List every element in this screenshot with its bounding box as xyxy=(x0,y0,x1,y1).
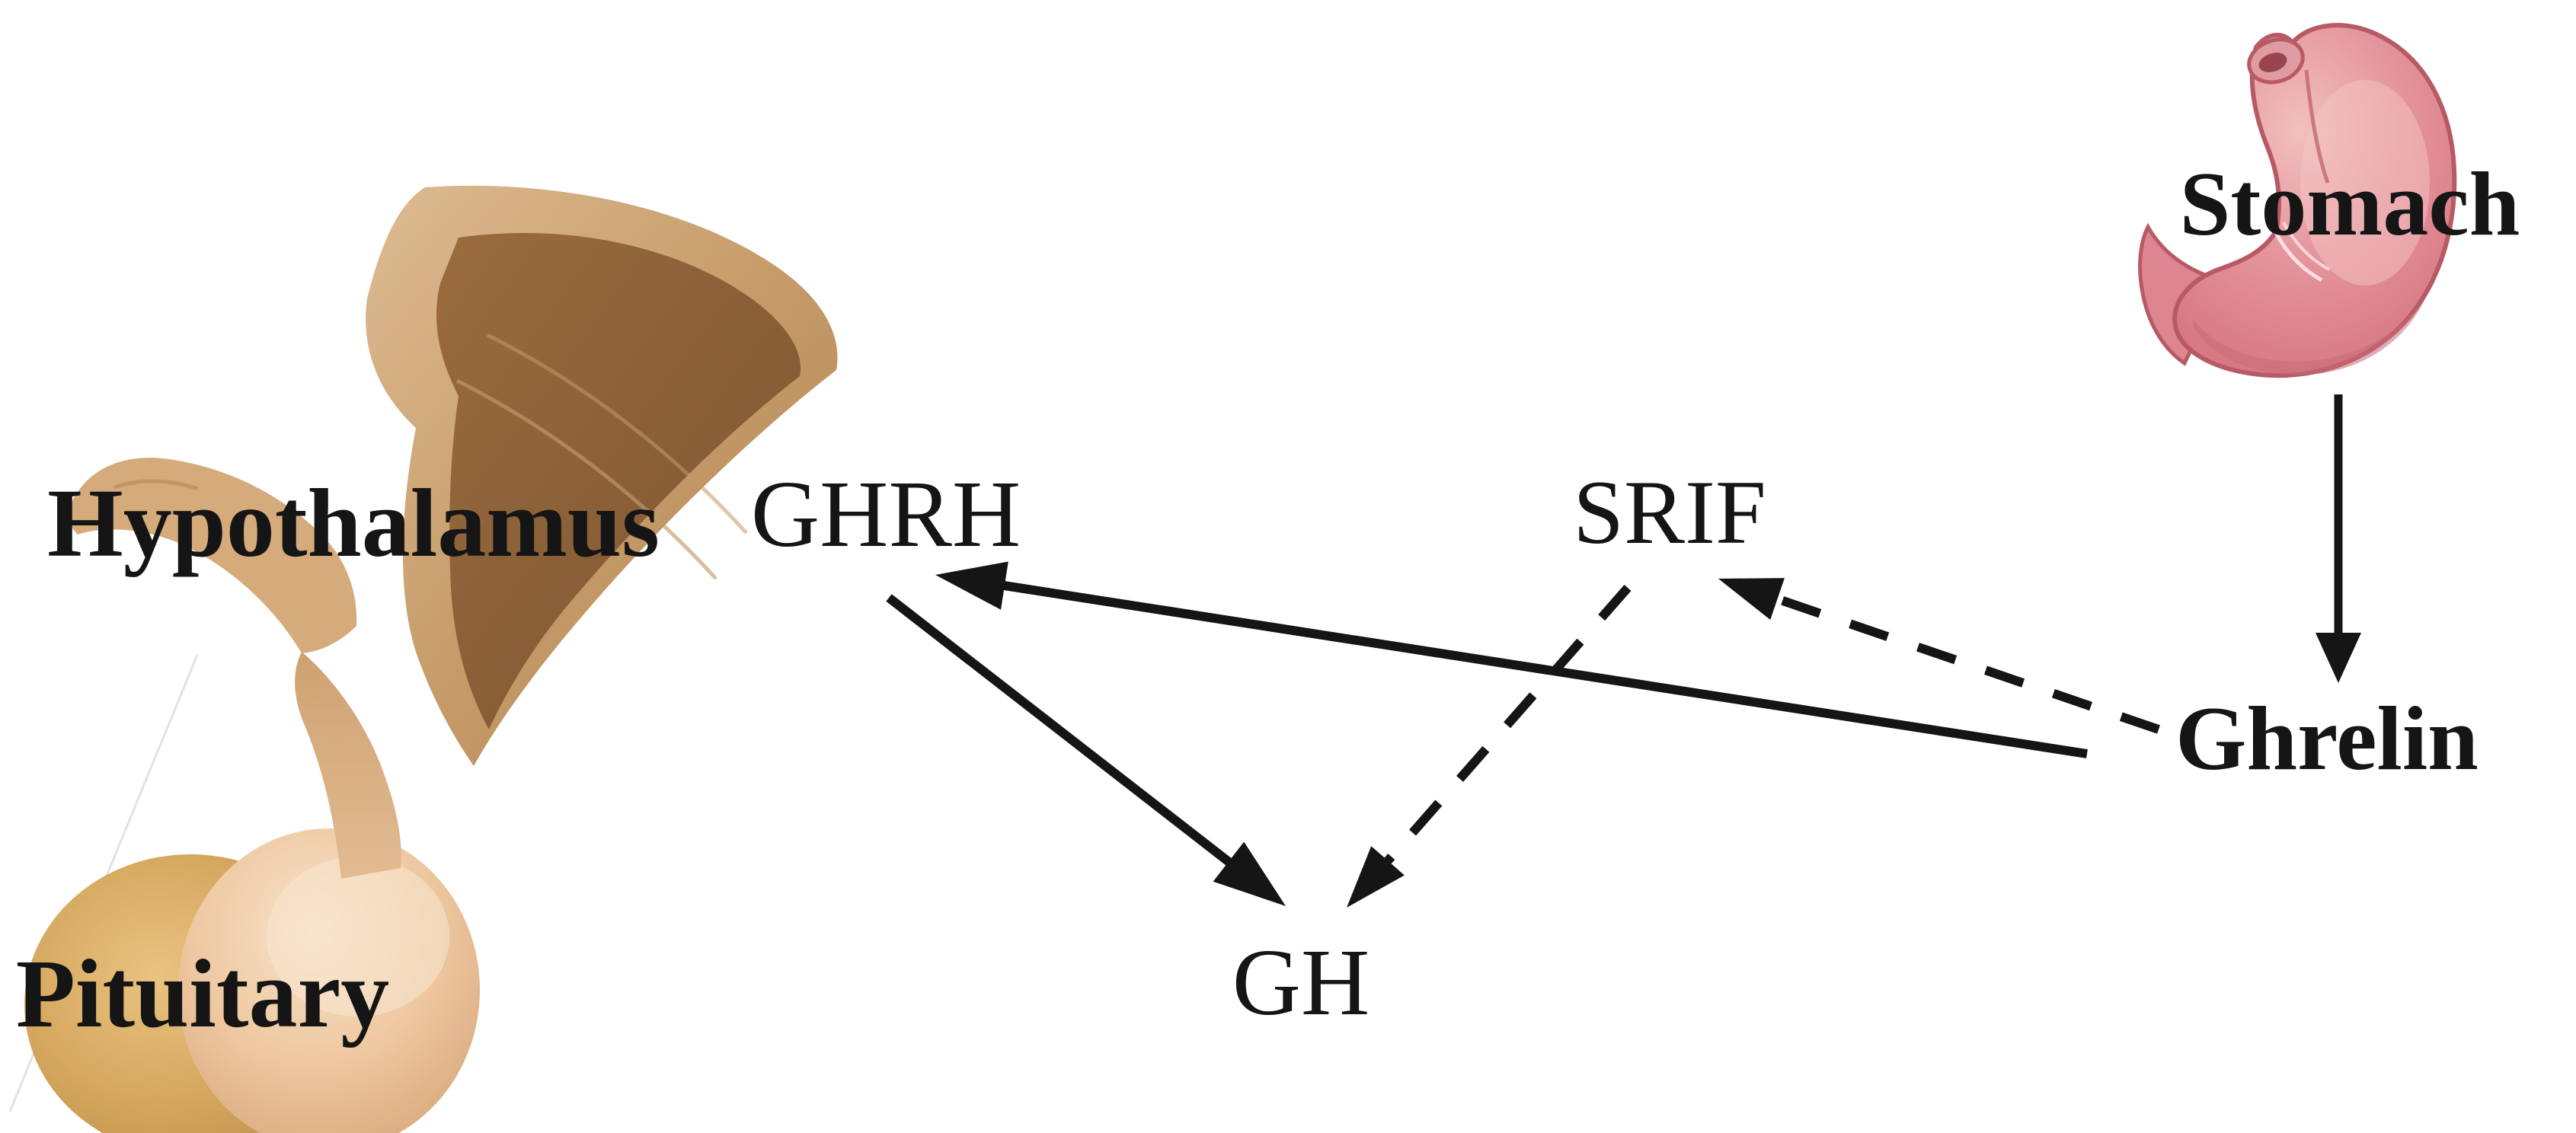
edge-head-ghrelin-to-srif xyxy=(1718,578,1785,620)
edge-head-ghrelin-to-ghrh xyxy=(935,561,1008,610)
stomach-highlight xyxy=(2300,80,2430,286)
stomach-bottom-shade xyxy=(2194,297,2426,375)
label-srif: SRIF xyxy=(1573,461,1766,563)
hypothalamus-streak-1 xyxy=(455,378,718,580)
edge-head-srif-to-gh xyxy=(1347,846,1405,908)
hypothalamus-pituitary-illustration xyxy=(8,185,838,1133)
edge-head-ghrh-to-gh xyxy=(1213,841,1286,906)
arrow-edges xyxy=(886,394,2361,908)
label-ghrh: GHRH xyxy=(751,462,1021,567)
pituitary-highlight xyxy=(267,857,449,1017)
edge-line-srif-to-gh xyxy=(1376,585,1632,873)
stomach-fold-streak-2 xyxy=(2282,222,2330,271)
label-hypothalamus: Hypothalamus xyxy=(47,469,660,577)
edge-head-stomach-to-ghrelin xyxy=(2316,633,2361,683)
hypothalamus-streak-2 xyxy=(486,333,748,535)
hook-curl-detail xyxy=(113,479,199,491)
pituitary-stalk xyxy=(295,652,401,879)
label-gh: GH xyxy=(1232,930,1370,1036)
label-stomach: Stomach xyxy=(2180,153,2520,254)
stomach-fold-streak-1 xyxy=(2271,227,2323,282)
edge-line-ghrh-to-gh xyxy=(886,594,1243,875)
esophagus-edge-line xyxy=(2304,69,2330,184)
hypothalamus-left-hook xyxy=(68,458,357,653)
stomach-illustration xyxy=(2138,23,2457,378)
label-ghrelin: Ghrelin xyxy=(2175,688,2479,789)
node-labels: Hypothalamus Pituitary Stomach Ghrelin G… xyxy=(16,153,2520,1048)
label-pituitary: Pituitary xyxy=(16,940,390,1048)
esophagus-lumen xyxy=(2258,53,2287,72)
edge-line-ghrelin-to-ghrh xyxy=(989,579,2088,758)
